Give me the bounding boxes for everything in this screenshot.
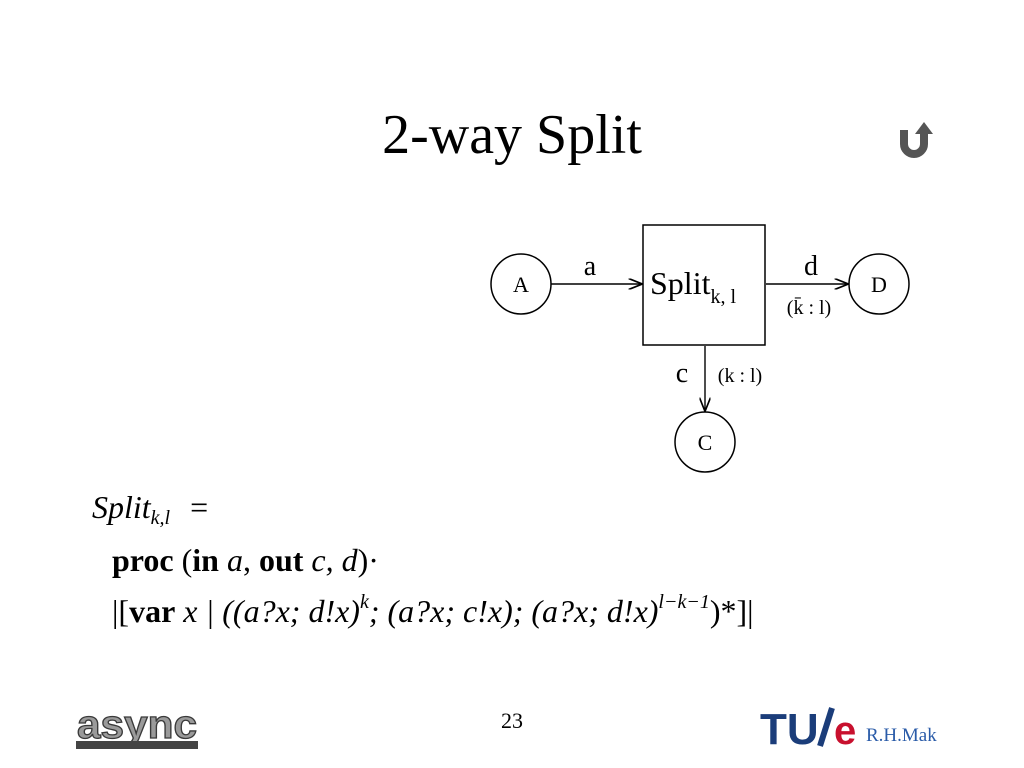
split-box-label: Splitk, l [650, 265, 736, 308]
split-diagram: A a Splitk, l d (k̄ : l) D c (k : l) C [490, 224, 910, 473]
formula-line-body: |[var x | ((a?x; d!x)k; (a?x; c!x); (a?x… [112, 591, 754, 629]
node-a-label: A [513, 272, 529, 297]
node-c-label: C [698, 430, 713, 455]
svg-text:async: async [77, 703, 197, 747]
formula-line-proc: proc (in a, out c, d)· [112, 542, 379, 578]
split-box-subscript: k, l [710, 286, 736, 308]
svg-text:TU: TU [760, 705, 819, 750]
node-c-circle [674, 411, 736, 473]
channel-d-ratio: (k̄ : l) [787, 297, 831, 319]
channel-c-label: c [676, 358, 688, 389]
channel-c-ratio: (k : l) [718, 365, 762, 387]
split-box [642, 224, 766, 346]
node-d-label: D [871, 272, 887, 297]
node-d-circle [848, 253, 910, 315]
return-arrow-icon[interactable] [896, 116, 942, 162]
page-number: 23 [501, 708, 523, 733]
async-logo: async [76, 703, 198, 749]
channel-d-label: d [804, 251, 818, 282]
channel-a-label: a [584, 251, 597, 282]
svg-text:e: e [834, 709, 856, 750]
split-formula: Splitk,l= proc (in a, out c, d)· |[var x… [92, 486, 972, 632]
tue-logo: TU e [760, 705, 856, 750]
formula-line-definition: Splitk,l= [92, 489, 209, 529]
author-name: R.H.Mak [866, 725, 937, 746]
slide-title: 2-way Split [382, 104, 642, 166]
